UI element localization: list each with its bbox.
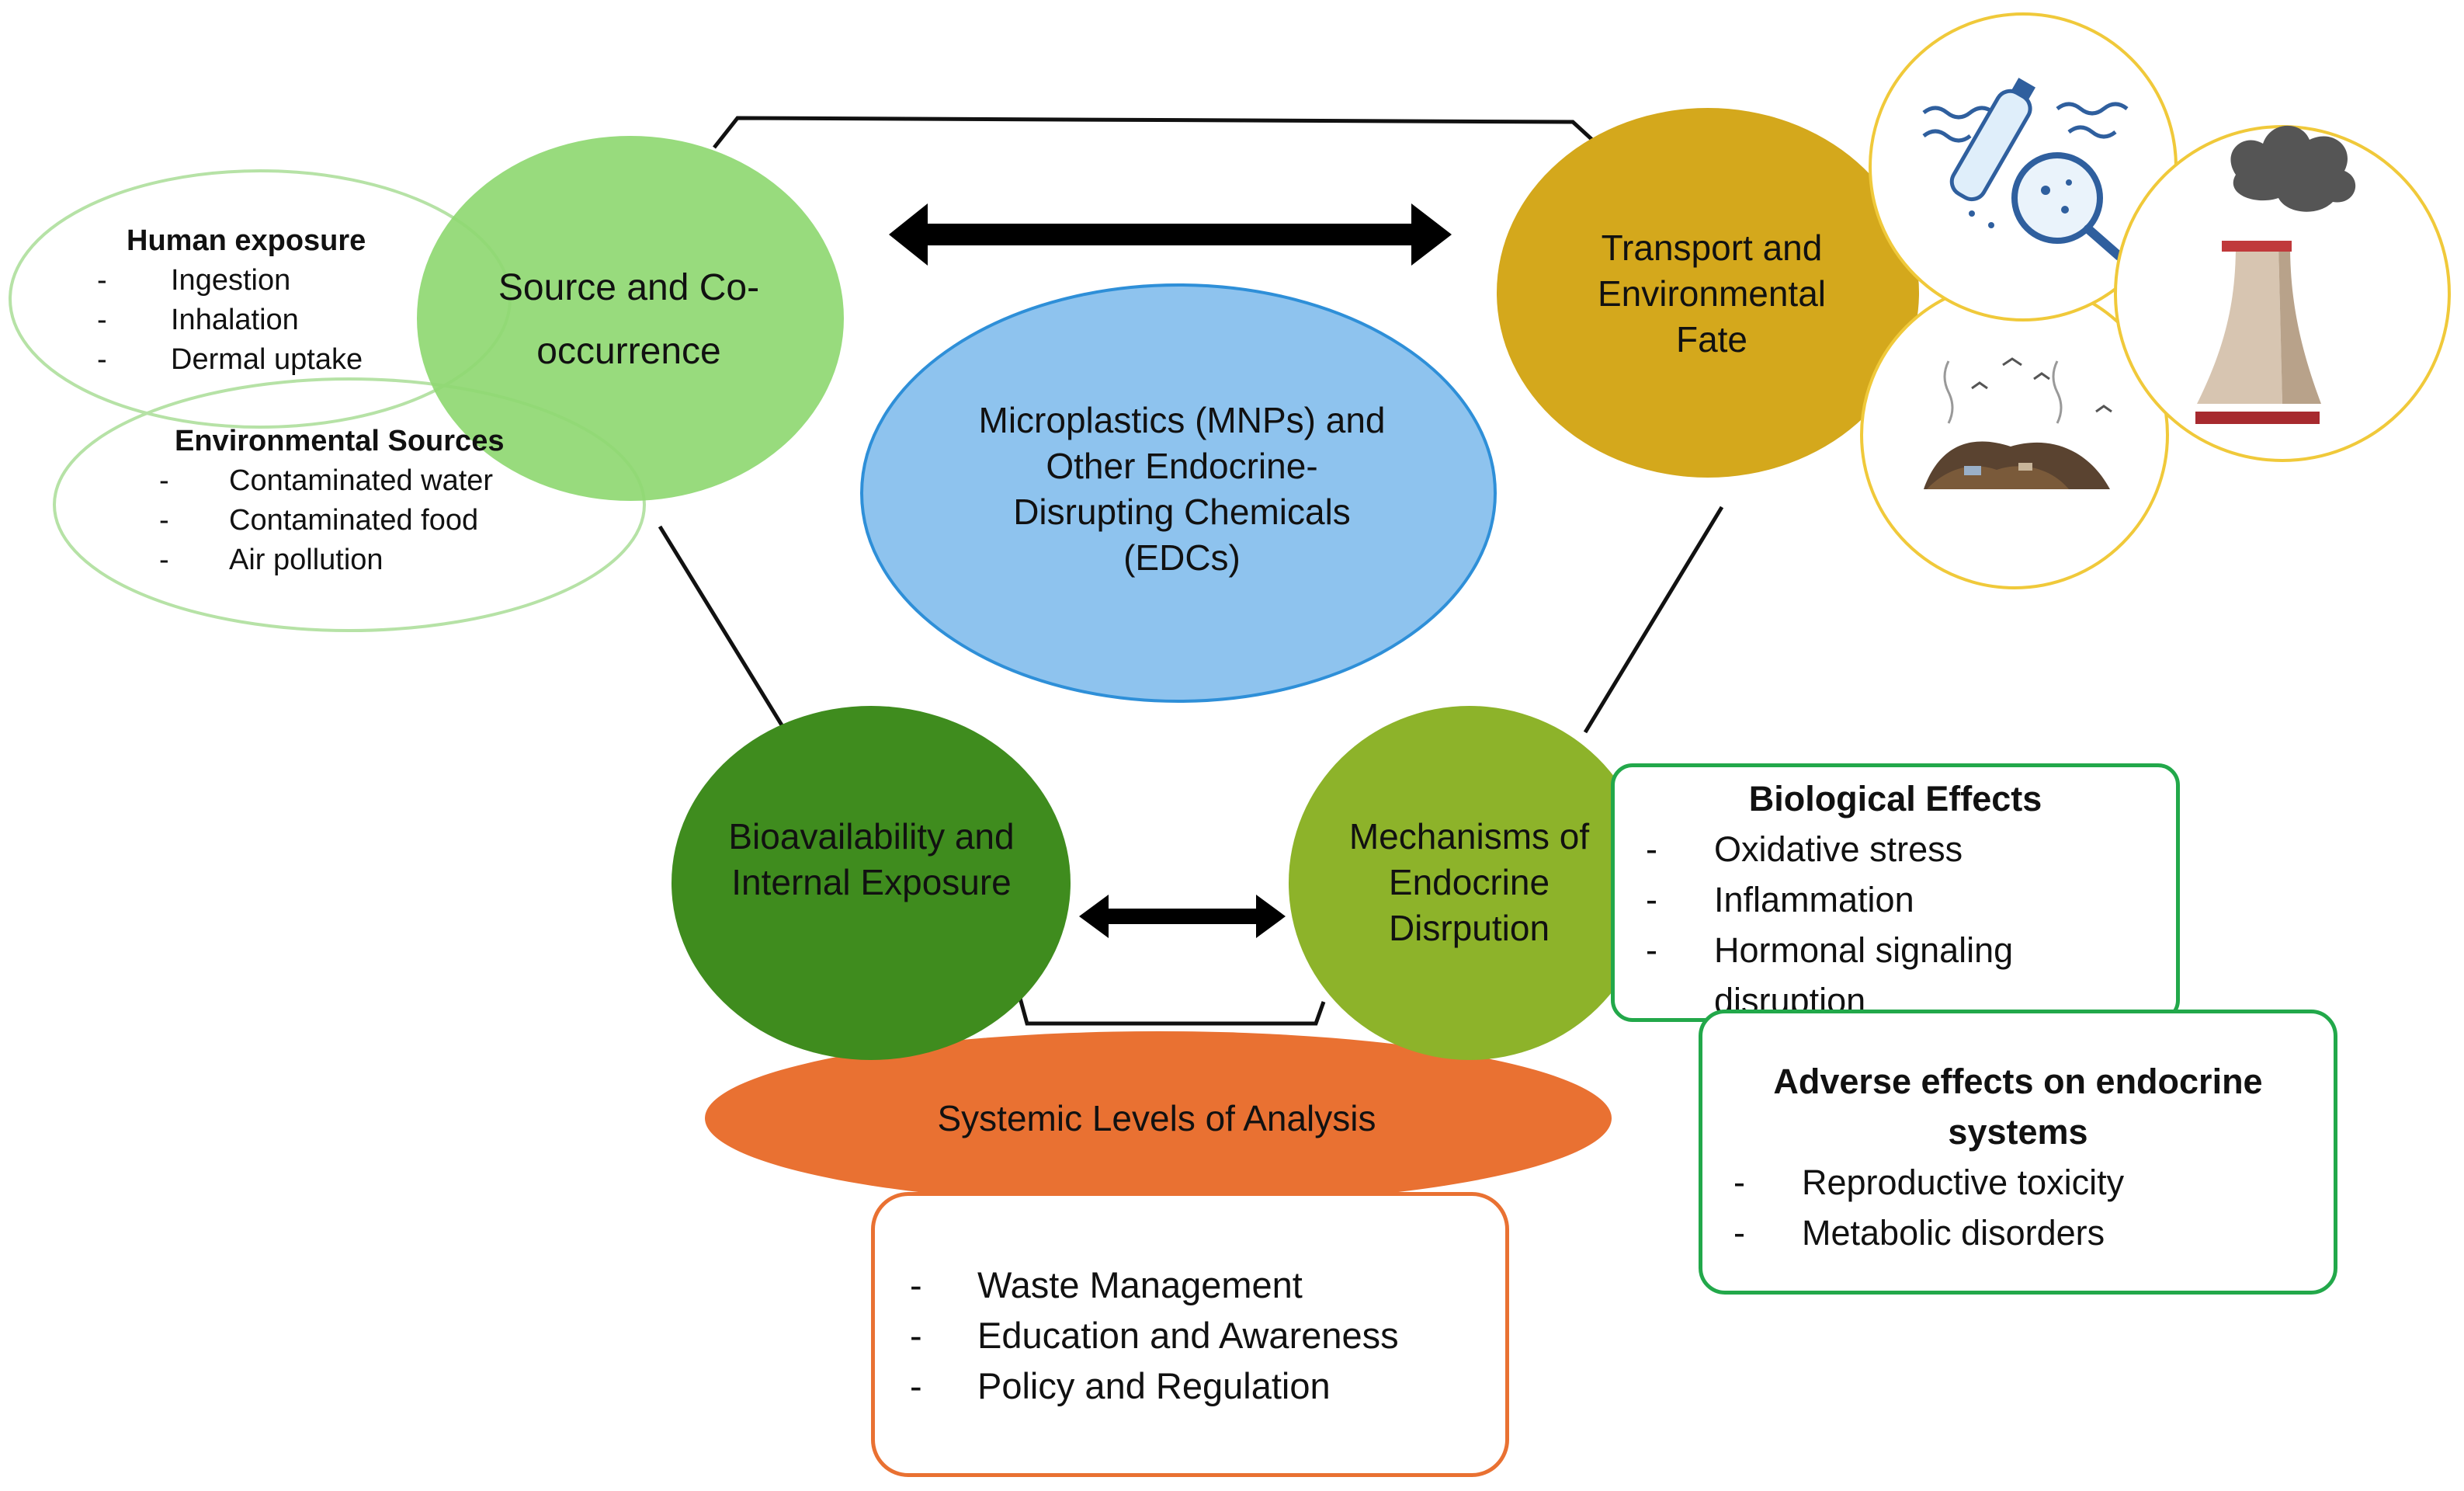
connector-left (658, 525, 798, 749)
arrow-middle (1079, 895, 1286, 938)
factory-smokestack-icon (2195, 125, 2356, 424)
adverse-effects-box: Adverse effects on endocrine systems -Re… (1699, 1010, 2337, 1295)
list-item: -Inflammation (1646, 880, 1914, 919)
systemic-actions-box: -Waste Management -Education and Awarene… (871, 1192, 1509, 1477)
landfill-photo (1860, 280, 2169, 589)
list-item: -Oxidative stress (1646, 829, 1963, 869)
bottle-water-magnifier-icon (1922, 78, 2129, 261)
source-label: Source and Co-occurrence (498, 267, 760, 372)
water-photo (1869, 12, 2178, 321)
mechanisms-node (1289, 706, 1650, 1060)
list-item: -Ingestion (97, 264, 291, 297)
biological-effects-box: Biological Effects -Oxidative stress -In… (1611, 763, 2180, 1022)
human-exposure-list: Human exposure -Ingestion -Inhalation -D… (97, 221, 423, 380)
environmental-sources-ellipse (53, 377, 646, 632)
adverse-effects-title: Adverse effects on endocrine systems (1773, 1062, 2263, 1152)
list-item: -Waste Management (910, 1264, 1303, 1305)
source-node (417, 136, 844, 501)
arrow-top (889, 203, 1452, 266)
list-item: -Contaminated food (159, 504, 479, 537)
list-item: -Education and Awareness (910, 1315, 1399, 1356)
center-label: Microplastics (MNPs) and Other Endocrine… (978, 400, 1386, 578)
list-item: -Air pollution (159, 544, 383, 576)
list-item: -Policy and Regulation (910, 1365, 1331, 1406)
transport-label: Transport and Environmental Fate (1597, 228, 1827, 360)
list-item: -Hormonal signaling disruption (1646, 930, 2014, 1020)
human-exposure-title: Human exposure (127, 224, 366, 257)
mechanisms-label: Mechanisms of Endocrine Disrpution (1348, 816, 1590, 948)
connector-right (1583, 506, 1724, 734)
connector-bottom (1016, 992, 1326, 1026)
systemic-label: Systemic Levels of Analysis (937, 1098, 1376, 1138)
connector-top (713, 116, 1602, 149)
systemic-node (705, 1031, 1612, 1205)
biological-effects-title: Biological Effects (1748, 779, 2042, 818)
hexagon-connectors (658, 116, 1724, 1026)
list-item: -Reproductive toxicity (1733, 1163, 2125, 1202)
landfill-birds-icon (1924, 357, 2112, 489)
list-item: -Metabolic disorders (1733, 1213, 2105, 1253)
transport-node (1497, 108, 1919, 478)
factory-photo (2114, 125, 2451, 462)
list-item: -Dermal uptake (97, 343, 363, 376)
bioavailability-label: Bioavailability and Internal Exposure (728, 816, 1015, 902)
center-node (860, 283, 1497, 703)
environmental-sources-title: Environmental Sources (175, 425, 505, 457)
environmental-sources-list: Environmental Sources -Contaminated wate… (159, 422, 563, 580)
bioavailability-node (672, 706, 1071, 1060)
list-item: -Inhalation (97, 304, 299, 336)
list-item: -Contaminated water (159, 464, 494, 497)
